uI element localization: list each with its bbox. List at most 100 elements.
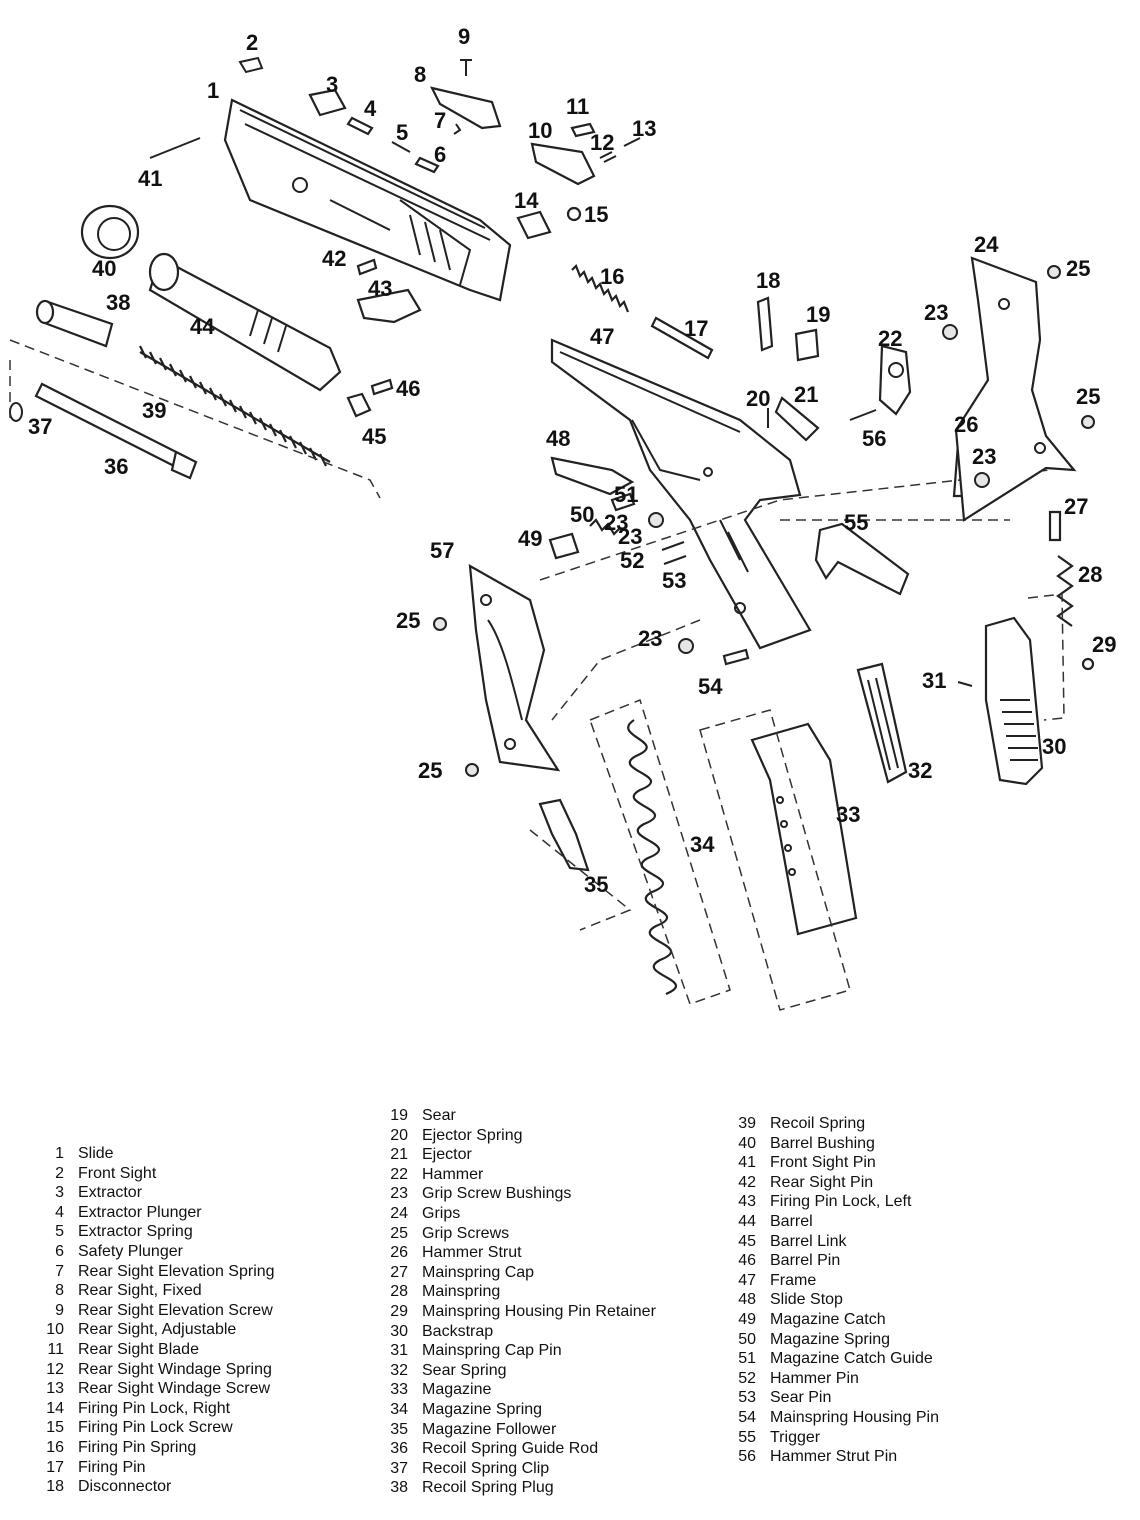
ejector-part: [774, 396, 820, 442]
legend-item-name: Mainspring Housing Pin: [770, 1408, 939, 1426]
callout-31: 31: [922, 668, 946, 693]
legend-item: 24 Grips: [374, 1204, 656, 1224]
callout-54: 54: [698, 674, 723, 699]
callout-11: 11: [566, 94, 589, 119]
legend-item-number: 5: [55, 1223, 64, 1241]
legend-item-number: 16: [46, 1438, 64, 1456]
callout-22: 22: [878, 326, 902, 351]
firing-pin-lock-screw-part: [566, 206, 582, 222]
callout-34: 34: [690, 832, 715, 857]
legend-item-number: 43: [738, 1193, 756, 1211]
callout-45: 45: [362, 424, 386, 449]
grip-bushing-a: [942, 324, 958, 340]
legend-item-number: 19: [390, 1107, 408, 1124]
legend-item-name: Barrel Pin: [770, 1252, 841, 1270]
legend-item-name: Rear Sight Elevation Spring: [78, 1262, 275, 1280]
callout-21: 21: [794, 382, 818, 407]
legend-item-name: Grips: [422, 1204, 461, 1222]
legend-item-name: Magazine Spring: [770, 1330, 891, 1348]
sear-spring-part: [856, 662, 908, 784]
legend-item-number: 24: [390, 1204, 408, 1222]
sear-part: [794, 328, 820, 362]
extractor-spring-part: [391, 141, 411, 153]
slide-part: [223, 98, 512, 302]
legend-item-number: 13: [46, 1380, 64, 1398]
legend-item-number: 56: [738, 1448, 756, 1466]
grip-screw-upper-left: [433, 617, 447, 631]
frame-part: [550, 338, 812, 650]
callout-52: 52: [620, 548, 644, 573]
legend-item-number: 28: [390, 1283, 408, 1301]
legend-item-name: Sear Pin: [770, 1389, 832, 1407]
grip-right-part: [954, 256, 1077, 522]
callout-25d: 25: [418, 758, 442, 783]
callout-24: 24: [974, 232, 999, 257]
magazine-spring-part: [627, 719, 677, 996]
legend-item-name: Recoil Spring Guide Rod: [422, 1440, 599, 1458]
legend-item-name: Grip Screw Bushings: [422, 1185, 572, 1203]
magazine-outline: [699, 709, 851, 1011]
mainspring-part: [1056, 555, 1074, 627]
legend-item-name: Extractor Plunger: [78, 1203, 202, 1221]
hammer-pin-part: [661, 541, 685, 551]
legend-item-number: 30: [390, 1322, 408, 1340]
callout-23e: 23: [604, 510, 628, 535]
callout-27: 27: [1064, 494, 1088, 519]
callout-25b: 25: [1076, 384, 1100, 409]
legend-item-name: Extractor: [78, 1184, 143, 1202]
legend-item-number: 55: [738, 1428, 756, 1446]
legend-item-number: 3: [55, 1184, 64, 1202]
callout-28: 28: [1078, 562, 1102, 587]
callout-46: 46: [396, 376, 420, 401]
legend-item-name: Recoil Spring Plug: [422, 1479, 554, 1497]
grip-left-part: [468, 564, 561, 772]
legend-item-number: 8: [55, 1282, 64, 1300]
legend-item-name: Rear Sight, Adjustable: [78, 1321, 237, 1339]
legend-item-number: 40: [738, 1134, 756, 1152]
legend-item-number: 14: [46, 1399, 64, 1417]
legend-item-name: Slide Stop: [770, 1291, 843, 1309]
legend-item-number: 21: [390, 1146, 408, 1164]
legend-item-number: 26: [390, 1244, 408, 1262]
rear-sight-pin-part: [356, 258, 378, 276]
callout-41: 41: [138, 166, 162, 191]
legend-item: 30 Backstrap: [374, 1322, 656, 1342]
legend-item-name: Magazine Catch Guide: [770, 1350, 933, 1368]
grip-bushing-c: [648, 512, 664, 528]
callout-13: 13: [632, 116, 656, 141]
recoil-spring-guide-rod-part: [34, 382, 198, 480]
callout-55: 55: [844, 510, 868, 535]
callout-38: 38: [106, 290, 130, 315]
legend-item-name: Magazine Spring: [422, 1400, 543, 1418]
legend-item-name: Hammer: [422, 1165, 484, 1183]
rear-sight-windage-screw-part: [623, 137, 641, 147]
legend-item-name: Backstrap: [422, 1322, 494, 1340]
mainspring-housing-pin-retainer-part: [1081, 657, 1095, 671]
callout-33: 33: [836, 802, 860, 827]
